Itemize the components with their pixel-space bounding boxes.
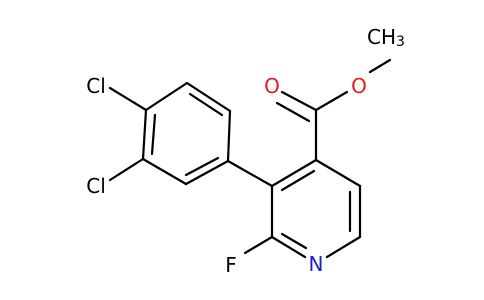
bond <box>243 235 274 255</box>
bond <box>150 113 157 156</box>
methyl-ester <box>275 58 392 162</box>
bond <box>108 86 148 112</box>
bond <box>144 81 189 112</box>
bond <box>184 159 230 186</box>
bond <box>314 158 362 188</box>
bond <box>108 157 145 182</box>
phenyl-ring <box>141 81 232 186</box>
bond <box>270 158 318 188</box>
bond <box>368 58 392 74</box>
nitrogen-label: N <box>309 252 324 276</box>
bond <box>270 235 307 259</box>
bond <box>141 157 188 186</box>
methyl-ch-text: CH <box>367 25 396 49</box>
methyl-subscript: 3 <box>396 34 405 50</box>
bond <box>280 169 316 192</box>
bond <box>226 159 274 188</box>
ester-oxygen-label: O <box>351 74 367 98</box>
bond <box>188 92 224 117</box>
bond <box>325 235 362 259</box>
chlorine-label-para: Cl <box>86 74 106 98</box>
bond <box>226 109 232 163</box>
bond <box>280 90 318 112</box>
bond <box>185 81 232 113</box>
bond <box>275 101 311 123</box>
bond <box>280 232 308 250</box>
bond <box>141 108 148 161</box>
carbonyl-oxygen-label: O <box>264 74 280 98</box>
fluorine-label: F <box>225 253 237 277</box>
methyl-label: CH3 <box>367 25 405 50</box>
bond <box>184 156 220 177</box>
bond <box>314 90 349 112</box>
chlorine-label-meta: Cl <box>86 174 106 198</box>
pyridine-ring <box>270 158 362 259</box>
